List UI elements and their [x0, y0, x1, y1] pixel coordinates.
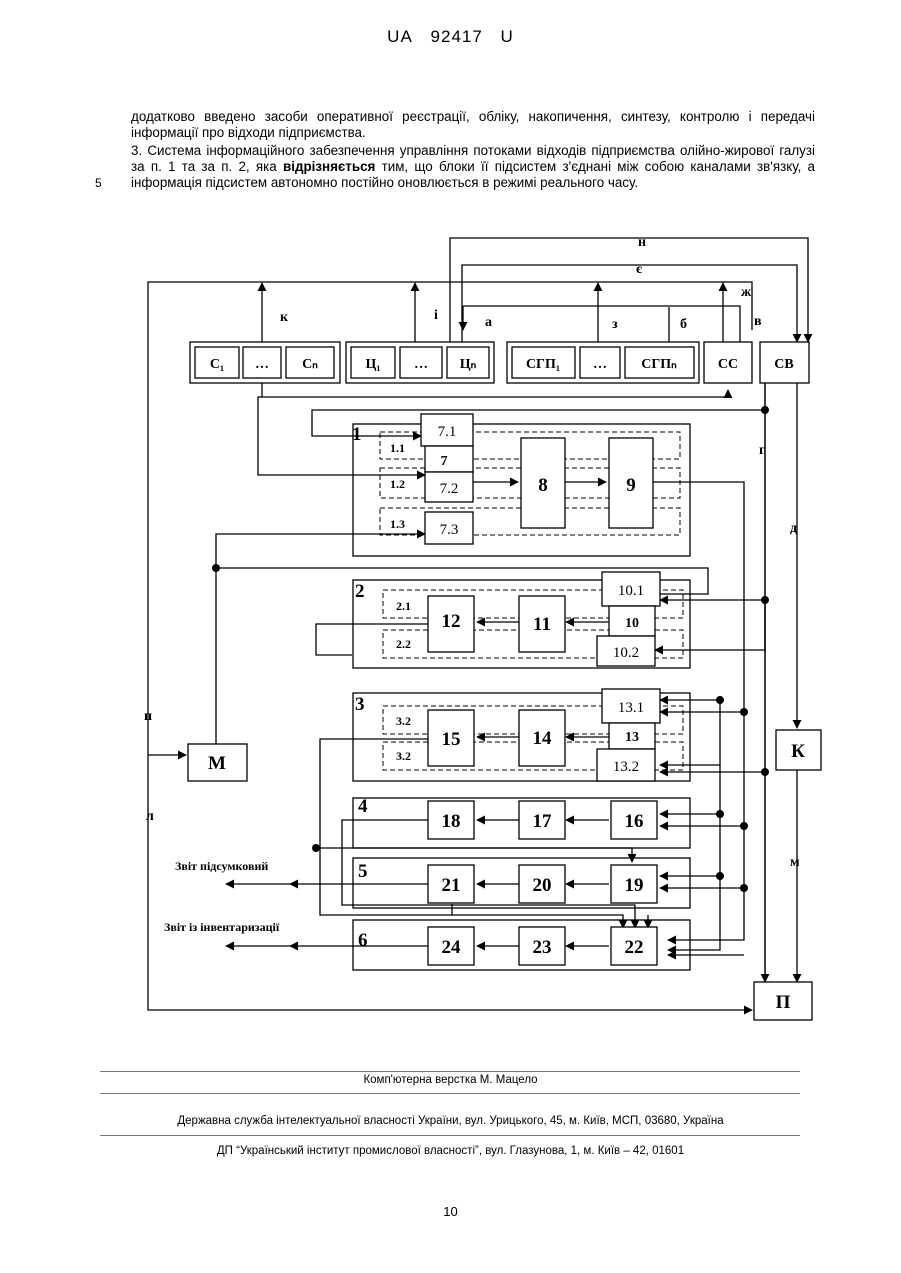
group-4-number: 4: [358, 796, 368, 817]
channel-p: п: [144, 709, 152, 724]
block-10-1: 10.1: [618, 583, 644, 599]
junction-dots: [212, 406, 769, 892]
footer-rule-1: [100, 1071, 800, 1072]
channel-g: г: [759, 443, 765, 458]
claim-paragraph-3: 3. Система інформаційного забезпечення у…: [131, 143, 815, 191]
channel-zh: ж: [741, 285, 752, 300]
patent-header: UA 92417 U: [0, 27, 901, 47]
footer-office: Державна служба інтелектуальної власност…: [0, 1115, 901, 1127]
page-number: 10: [0, 1204, 901, 1219]
sub-3-2-a: 3.2: [396, 714, 411, 728]
block-14: 14: [533, 728, 553, 749]
label-ss: СС: [718, 357, 738, 372]
block-8: 8: [538, 475, 548, 496]
label-tsn: Цₙ: [460, 357, 477, 372]
block-k: К: [791, 741, 805, 762]
group-5-number: 5: [358, 861, 368, 882]
sub-2-1: 2.1: [396, 599, 411, 613]
claim-paragraph-1: додатково введено засоби оперативної реє…: [131, 109, 815, 141]
label-sv: СВ: [774, 357, 793, 372]
footer-layout-credit: Комп'ютерна верстка М. Мацело: [0, 1074, 901, 1086]
block-7-3: 7.3: [440, 522, 459, 538]
block-24: 24: [442, 937, 462, 958]
group-1-number: 1: [352, 424, 362, 445]
sub-2-2: 2.2: [396, 637, 411, 651]
channel-l: л: [146, 809, 154, 824]
group-2-number: 2: [355, 581, 365, 602]
channel-n: н: [638, 235, 646, 250]
sub-1-3: 1.3: [390, 517, 405, 531]
channel-z: з: [612, 317, 618, 332]
channel-m: м: [790, 855, 800, 870]
claim-3-keyword: відрізняється: [283, 159, 375, 174]
block-p: П: [776, 992, 791, 1013]
channel-k: к: [280, 310, 289, 325]
block-21: 21: [442, 875, 461, 896]
block-10: 10: [625, 616, 639, 631]
label-ts-dots: …: [414, 357, 428, 372]
block-19: 19: [625, 875, 644, 896]
block-18: 18: [442, 811, 461, 832]
line-number: 5: [95, 176, 102, 190]
block-12: 12: [442, 611, 461, 632]
patent-kind: U: [501, 27, 514, 46]
patent-number: 92417: [431, 27, 483, 46]
block-rectangles: [188, 414, 821, 1020]
output-summary-label: Звіт підсумковий: [175, 859, 268, 873]
block-16: 16: [625, 811, 644, 832]
block-10-2: 10.2: [613, 645, 639, 661]
channel-a: а: [485, 315, 492, 330]
group-6-number: 6: [358, 930, 368, 951]
block-20: 20: [533, 875, 552, 896]
sub-1-2: 1.2: [390, 477, 405, 491]
block-22: 22: [625, 937, 644, 958]
label-sgp1: СГП₁: [526, 357, 560, 372]
block-7-2: 7.2: [440, 481, 459, 497]
footer-institute: ДП “Український інститут промислової вла…: [0, 1145, 901, 1157]
patent-country: UA: [387, 27, 413, 46]
footer-rule-2: [100, 1093, 800, 1094]
channel-d: д: [790, 521, 797, 536]
block-13: 13: [625, 730, 639, 745]
label-sgpn: СГПₙ: [641, 357, 677, 372]
block-15: 15: [442, 729, 461, 750]
footer-rule-3: [100, 1135, 800, 1136]
block-11: 11: [533, 614, 551, 635]
label-ts1: Ц₁: [365, 357, 380, 372]
channel-i: і: [434, 308, 438, 323]
label-c-dots: …: [255, 357, 269, 372]
block-13-1: 13.1: [618, 700, 644, 716]
channel-b: б: [680, 317, 687, 332]
sub-3-2-b: 3.2: [396, 749, 411, 763]
block-13-2: 13.2: [613, 759, 639, 775]
label-sgp-dots: …: [593, 357, 607, 372]
group-3-number: 3: [355, 694, 365, 715]
block-m: М: [208, 753, 226, 774]
block-7: 7: [441, 454, 448, 469]
block-diagram: С₁ … Сₙ Ц₁ … Цₙ СГП₁ … СГПₙ СС СВ 7.1 7 …: [0, 225, 901, 1025]
label-c1: С₁: [210, 357, 224, 372]
block-7-1: 7.1: [438, 424, 457, 440]
channel-ye: є: [636, 262, 642, 277]
label-cn: Сₙ: [302, 357, 318, 372]
block-17: 17: [533, 811, 553, 832]
sub-1-1: 1.1: [390, 441, 405, 455]
block-9: 9: [626, 475, 636, 496]
block-23: 23: [533, 937, 552, 958]
channel-v: в: [754, 314, 762, 329]
output-inventory-label: Звіт із інвентаризації: [164, 920, 280, 934]
